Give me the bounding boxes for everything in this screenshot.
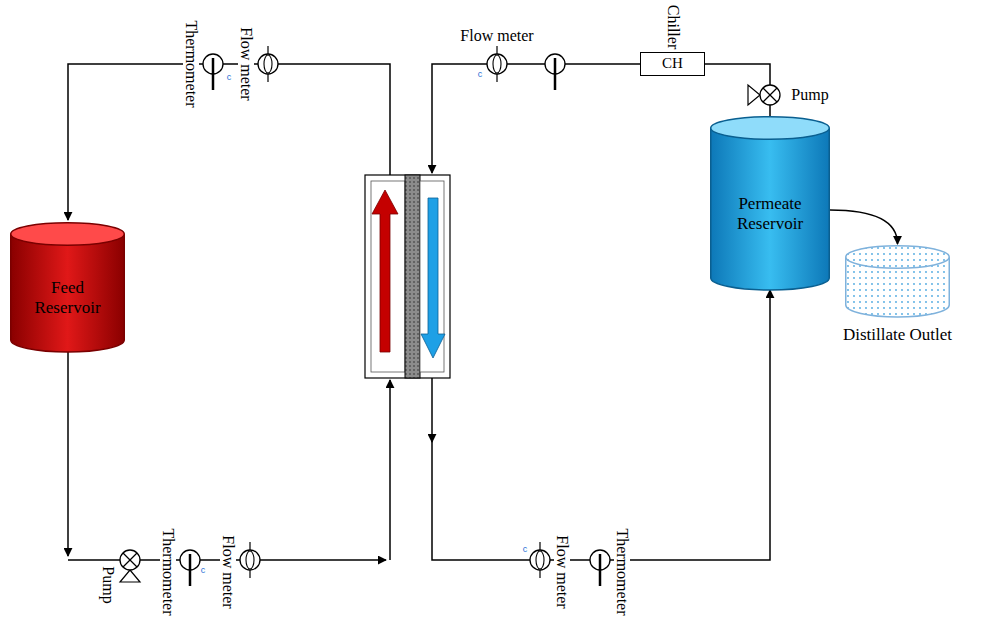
instrument-label: Thermometer xyxy=(160,526,176,617)
membrane-module xyxy=(372,190,398,352)
flow-meter-symbol xyxy=(240,542,260,578)
membrane-module xyxy=(405,175,420,378)
node-text: Feed Reservoir xyxy=(26,278,110,317)
instrument-label: Thermometer xyxy=(183,18,199,109)
membrane-module xyxy=(421,198,445,358)
pipe-lines xyxy=(68,64,770,560)
node-text: CH xyxy=(662,55,683,72)
node-text: Permeate Reservoir xyxy=(725,194,815,233)
instrument-label: Flow meter xyxy=(554,533,570,610)
membrane-module xyxy=(365,175,450,378)
pump-base xyxy=(748,85,760,105)
flow-meter-symbol xyxy=(487,46,507,82)
instrument-label: Flow meter xyxy=(458,28,535,44)
membrane-module xyxy=(420,181,444,372)
instrument-label: Pump xyxy=(100,564,116,605)
cylinder-top xyxy=(846,246,950,269)
node-text: Chiller xyxy=(665,5,681,49)
pump-symbol xyxy=(120,550,140,570)
instrument-label: Flow meter xyxy=(220,533,236,610)
instrument-label: Thermometer xyxy=(614,526,630,617)
pipe-lines xyxy=(389,380,391,560)
cylinder-body xyxy=(711,128,830,290)
cylinder-body xyxy=(11,234,125,352)
pump-base xyxy=(120,570,140,582)
thermometer-symbol xyxy=(203,54,223,90)
cylinder-top xyxy=(711,117,830,140)
instrument-label: Pump xyxy=(789,87,830,103)
pipe-lines xyxy=(432,64,640,173)
pipe-lines xyxy=(432,290,770,560)
instrument-label: Flow meter xyxy=(238,25,254,102)
thermometer-symbol xyxy=(545,54,565,90)
pipe-lines xyxy=(431,378,433,442)
distillate-outlet: Distillate Outlet xyxy=(845,245,950,317)
pipe-connector xyxy=(830,210,898,244)
node-text: Distillate Outlet xyxy=(843,325,952,345)
pipe-connector xyxy=(705,64,770,116)
pump-symbol xyxy=(760,85,780,105)
thermometer-symbol xyxy=(180,550,200,586)
cylinder-top xyxy=(11,223,125,246)
cylinder-outline xyxy=(845,245,950,317)
pipe-lines xyxy=(68,64,390,220)
permeate-reservoir: Permeate Reservoir xyxy=(710,116,830,290)
flow-meter-symbol xyxy=(258,46,278,82)
flow-meter-symbol xyxy=(530,542,550,578)
flow-mark: c xyxy=(523,545,528,554)
flow-mark: c xyxy=(227,73,232,82)
flow-mark: c xyxy=(478,70,483,79)
flow-mark: c xyxy=(201,566,206,575)
thermometer-symbol xyxy=(590,550,610,586)
pipe-lines xyxy=(67,352,69,556)
chiller-box: ChillerCH xyxy=(640,52,705,76)
membrane-module xyxy=(371,181,405,372)
membrane-module xyxy=(365,175,450,378)
feed-reservoir: Feed Reservoir xyxy=(10,222,125,352)
